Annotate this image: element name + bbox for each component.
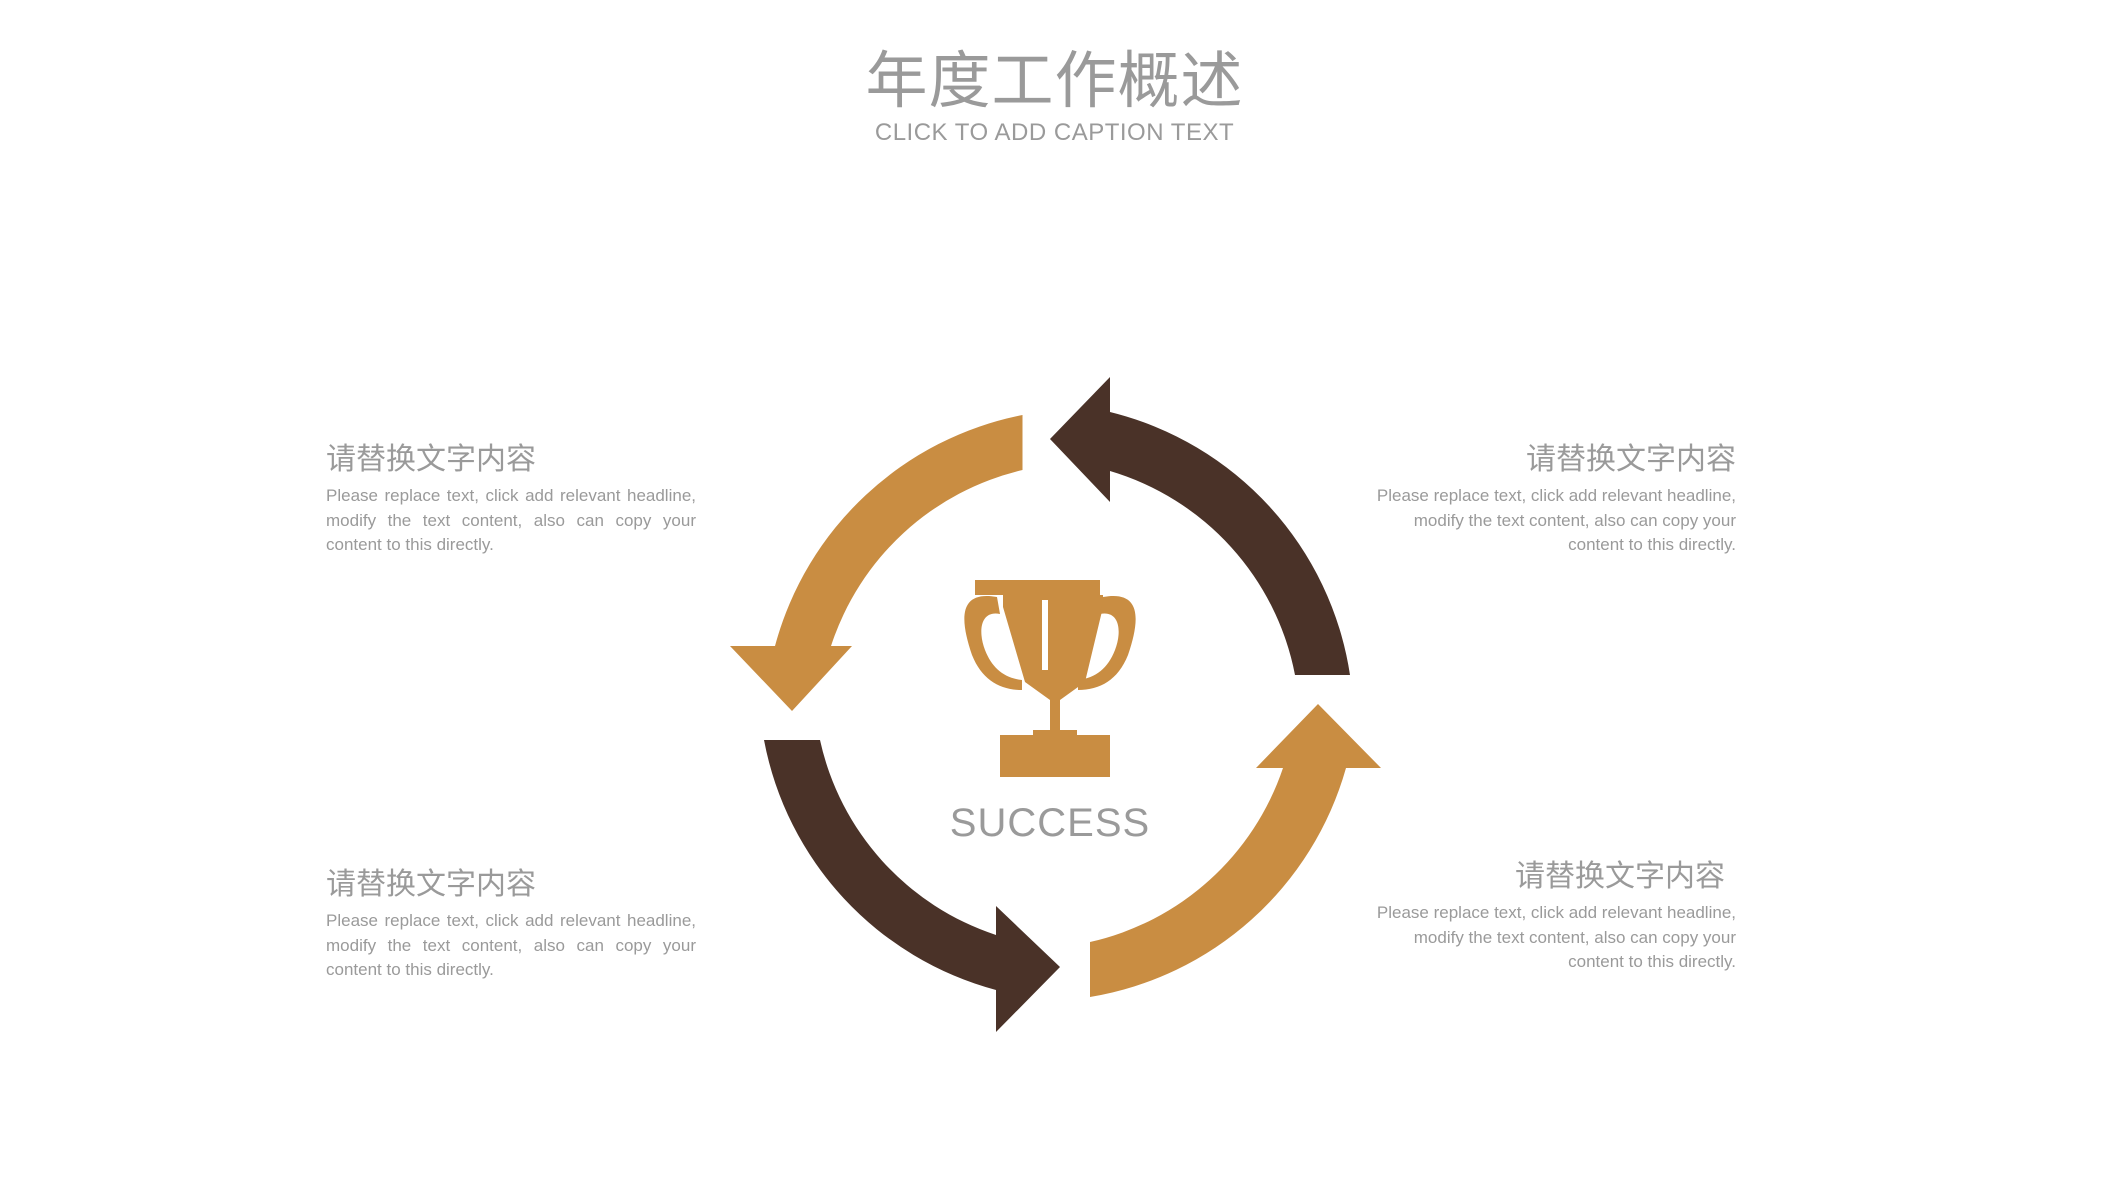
block-body: Please replace text, click add relevant … (1376, 486, 1736, 554)
block-heading: 请替换文字内容 (326, 442, 536, 477)
text-block-bottom-left: 请替换文字内容 Please replace text, click add r… (326, 865, 696, 983)
arrow-top-right (1050, 377, 1350, 675)
block-heading: 请替换文字内容 (1526, 442, 1736, 477)
block-heading: 请替换文字内容 (326, 867, 536, 902)
block-body: Please replace text, click add relevant … (326, 486, 696, 554)
page-subtitle: CLICK TO ADD CAPTION TEXT (874, 119, 1235, 146)
arrow-bottom-left (764, 740, 1060, 1032)
text-block-top-right: 请替换文字内容 Please replace text, click add r… (1366, 440, 1736, 558)
block-body: Please replace text, click add relevant … (1376, 903, 1736, 971)
text-block-top-left: 请替换文字内容 Please replace text, click add r… (326, 440, 696, 558)
block-body: Please replace text, click add relevant … (326, 911, 696, 979)
cycle-diagram (730, 377, 1381, 1032)
block-heading: 请替换文字内容 (1515, 859, 1725, 894)
text-block-bottom-right: 请替换文字内容 Please replace text, click add r… (1366, 857, 1736, 975)
arrow-top-left (730, 415, 1023, 711)
trophy-icon (964, 580, 1136, 777)
arrow-bottom-right (1090, 704, 1381, 997)
page-title: 年度工作概述 (865, 44, 1244, 117)
center-label: SUCCESS (949, 801, 1151, 845)
